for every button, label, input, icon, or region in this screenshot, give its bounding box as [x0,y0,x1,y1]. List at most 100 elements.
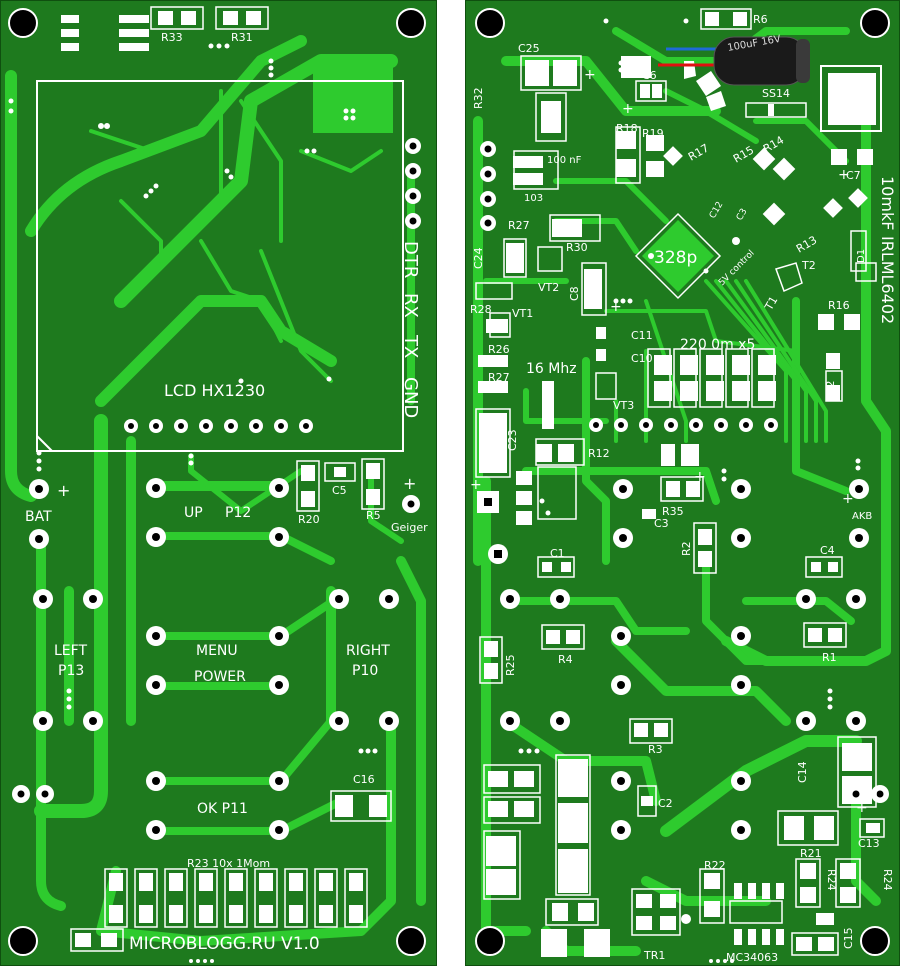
cap-10mkf-label: 10mkF [878,176,897,230]
serial-header-pads [405,138,421,229]
ref-r2: R2 [680,541,693,556]
svg-text:+: + [694,469,706,485]
ref-r20: R20 [298,513,320,526]
ref-c6: C6 [642,69,657,82]
bat-plus-label: + [57,481,70,500]
pcb-back-artwork: 100uF 16V 328p [470,8,897,964]
ref-c24: C24 [472,247,485,269]
ref-r5: R5 [366,509,381,522]
lcd-pin-row [124,419,313,433]
svg-text:+: + [838,167,850,183]
crystal-label: 16 Mhz [526,361,577,377]
ref-r15: R15 [731,144,756,166]
button-left-pin-label: P13 [58,663,84,679]
board-divider [437,0,465,966]
back-copper-traces [473,27,891,956]
ref-c16: C16 [353,773,375,786]
button-right-label: RIGHT [346,643,390,659]
smd-outlines-top [150,6,269,30]
ref-r21: R21 [800,847,822,860]
akb-label: AKB [852,511,872,522]
ref-r33: R33 [161,31,183,44]
ref-c25: C25 [518,42,540,55]
ref-r27b: R27 [488,371,510,384]
brand-label: MICROBLOGG.RU V1.0 [129,934,320,954]
ref-vt2: VT2 [538,281,559,294]
ref-r26: R26 [488,343,510,356]
back-mounting-holes [475,8,890,956]
mcu-chip: 328p [634,212,722,300]
ref-c23: C23 [506,429,519,451]
ref-r12: R12 [588,447,610,460]
ref-c15: C15 [842,927,855,949]
through-hole-pads [477,141,889,924]
pcb-front-artwork: LCD HX1230 DTR RX TX GND BAT + + Geiger … [5,6,428,963]
svg-text:+: + [584,67,596,83]
ref-r16: R16 [828,299,850,312]
electrolytic-capacitor: 100uF 16V [658,34,810,86]
ref-r31: R31 [231,31,253,44]
mosfet-label: IRLML6402 [878,236,897,324]
bat-label: BAT [25,509,52,525]
ref-r3: R3 [648,743,663,756]
via-dots [8,43,378,963]
button-pads [12,478,420,840]
resistors-220-label: 220 0m x5 [680,337,755,353]
ref-r4: R4 [558,653,573,666]
resistor-array-label: R23 10x 1Mom [187,857,270,870]
ref-r18: R18 [616,122,638,135]
ref-c10: C10 [631,352,653,365]
ref-c13: C13 [858,837,880,850]
ref-r28: R28 [470,303,492,316]
button-power-label: POWER [194,669,246,685]
ref-c8: C8 [568,286,581,301]
svg-text:+: + [842,491,854,507]
geiger-plus-label: + [403,474,416,493]
button-right-pin-label: P10 [352,663,378,679]
ref-c2: C2 [658,797,673,810]
button-up-label: UP [184,505,203,521]
ref-r35: R35 [662,505,684,518]
smd-components-mid [296,458,392,822]
ref-t2: T2 [801,259,816,272]
smd-pads-back [478,131,880,957]
cap-code-label: 103 [524,193,543,204]
button-up-pin-label: P12 [225,505,251,521]
button-menu-label: MENU [196,643,238,659]
ref-r22: R22 [704,859,726,872]
ref-vt1: VT1 [512,307,533,320]
ref-t1: T1 [762,294,781,313]
header-label-gnd: GND [400,377,421,418]
ref-c14: C14 [796,761,809,783]
ref-r6: R6 [753,13,768,26]
ref-r32: R32 [472,87,485,109]
header-label-dtr: DTR [400,241,421,278]
svg-text:+: + [622,101,634,117]
ref-c3b: C3 [735,207,750,222]
svg-text:+: + [610,299,622,315]
ref-c4: C4 [820,544,835,557]
pcb-front-board: LCD HX1230 DTR RX TX GND BAT + + Geiger … [0,0,437,966]
component-outlines [475,126,885,956]
geiger-label: Geiger [391,521,428,534]
header-label-tx: TX [400,334,421,358]
ref-r13: R13 [794,234,819,256]
cap-100nf-label: 100 nF [547,155,582,166]
smd-pads-top [61,11,261,51]
button-left-label: LEFT [54,643,87,659]
ref-tr1: TR1 [643,949,665,962]
ref-r17: R17 [686,142,711,164]
ref-c1: C1 [550,547,565,560]
lcd-label: LCD HX1230 [164,381,265,400]
resistor-array [70,868,368,952]
ref-r24: R24 [825,869,838,891]
polarity-marks: + + + + + + + + [470,67,868,816]
ref-r25: R25 [504,654,517,676]
mounting-holes [8,8,426,956]
ic-label: MC34063 [726,951,778,964]
ref-c12: C12 [708,200,726,220]
lcd-corner-mark [36,435,53,452]
diode-ss14-label: SS14 [762,87,790,100]
pcb-back-board: 100uF 16V 328p [465,0,900,966]
ref-r27: R27 [508,219,530,232]
